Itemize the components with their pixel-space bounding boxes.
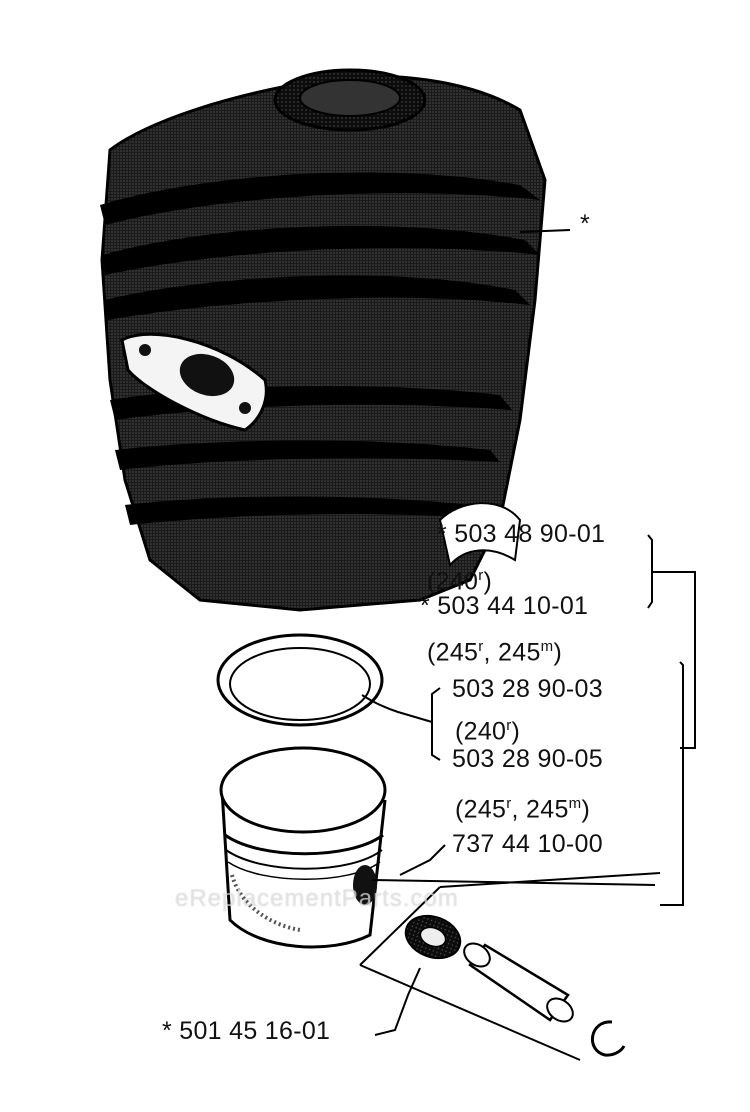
needle-bearing (404, 914, 462, 960)
part-number-501-45-16-01: * 501 45 16-01 (162, 1017, 331, 1045)
circlip (590, 1020, 626, 1057)
model-note-3: (240r) (455, 717, 521, 746)
leader-lines (361, 534, 696, 1036)
model-note-2: (245r, 245m) (427, 638, 563, 667)
piston-ring (216, 633, 384, 727)
piston (219, 746, 387, 949)
model-note-1: (240r) (427, 567, 493, 596)
part-number-503-28-90-03: 503 28 90-03 (452, 675, 603, 703)
model-note-4: (245r, 245m) (455, 795, 591, 824)
cylinder (100, 68, 547, 612)
part-number-503-48-90-01: * 503 48 90-01 (437, 520, 606, 548)
watermark: eReplacementParts.com (175, 885, 459, 912)
part-number-503-28-90-05: 503 28 90-05 (452, 745, 603, 773)
leader-cylinder (519, 229, 571, 233)
piston-pin (463, 942, 574, 1023)
part-number-503-44-10-01: * 503 44 10-01 (420, 592, 589, 620)
cylinder-asterisk: * (580, 210, 591, 238)
explode-frame (359, 872, 661, 1061)
part-number-737-44-10-00: 737 44 10-00 (452, 830, 603, 858)
